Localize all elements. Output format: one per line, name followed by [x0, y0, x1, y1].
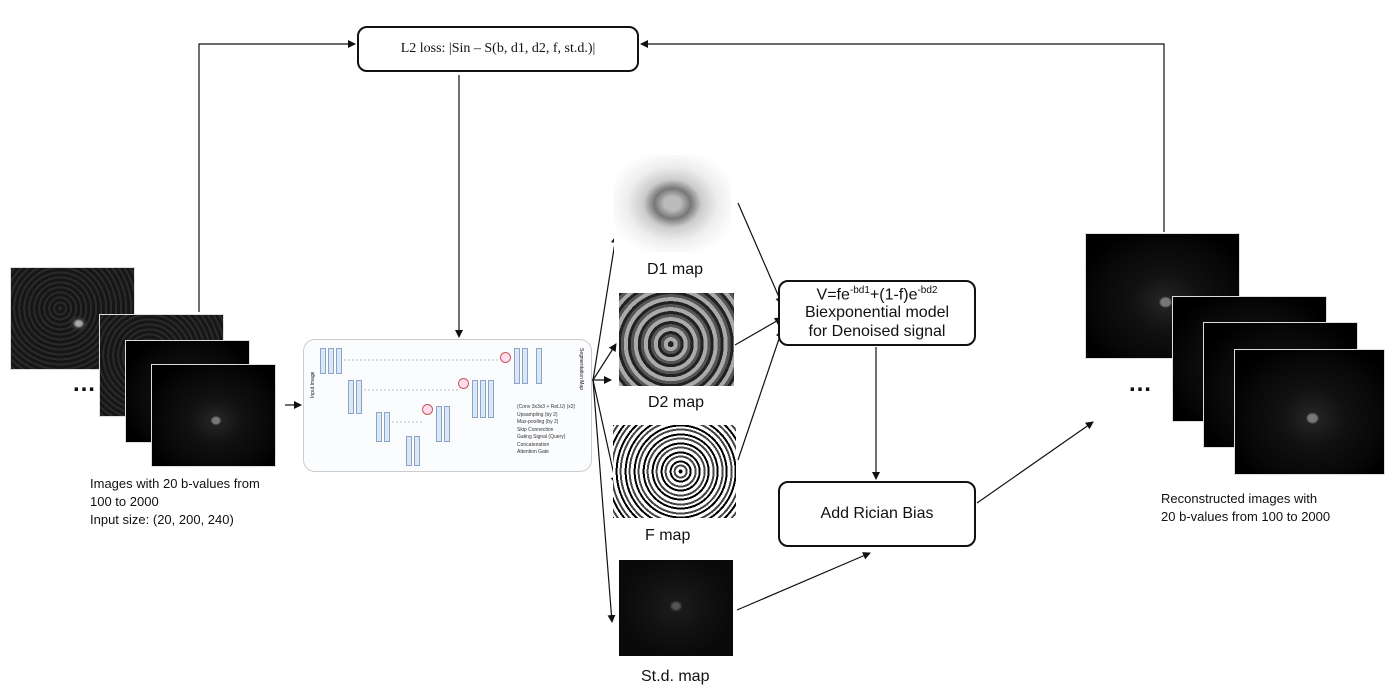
bottleneck-block: [406, 436, 412, 466]
rician-bias-box: Add Rician Bias: [778, 481, 976, 547]
encoder-block: [384, 412, 390, 442]
encoder-block: [320, 348, 326, 374]
decoder-block: [522, 348, 528, 384]
decoder-block: [480, 380, 486, 418]
output-caption-line2: 20 b-values from 100 to 2000: [1161, 509, 1331, 524]
input-caption: Images with 20 b-values from 100 to 2000…: [90, 475, 260, 529]
decoder-block: [472, 380, 478, 418]
attention-gate-icon: [500, 352, 511, 363]
d1-map-image: [614, 155, 731, 252]
biexp-line3: for Denoised signal: [808, 322, 946, 340]
encoder-block: [356, 380, 362, 414]
attention-gate-icon: [458, 378, 469, 389]
decoder-block: [488, 380, 494, 418]
input-ellipsis: …: [72, 370, 97, 397]
d1-map-label: D1 map: [647, 261, 704, 278]
output-block: [536, 348, 542, 384]
network-legend: (Conv 3x3x3 + ReLU) (x2) Upsampling (by …: [517, 404, 575, 457]
decoder-block: [444, 406, 450, 442]
legend-item: Gating Signal (Query): [517, 434, 566, 440]
rician-bias-label: Add Rician Bias: [820, 505, 934, 522]
decoder-block: [514, 348, 520, 384]
output-caption-line1: Reconstructed images with: [1161, 491, 1318, 506]
biexponential-model-box: V=fe-bd1+(1-f)e-bd2 Biexponential model …: [778, 280, 976, 346]
input-caption-line3: Input size: (20, 200, 240): [90, 512, 234, 527]
bottleneck-block: [414, 436, 420, 466]
d2-map-image: [619, 293, 734, 386]
biexp-line2: Biexponential model: [804, 304, 950, 322]
legend-item: Upsampling (by 2): [517, 411, 558, 418]
encoder-block: [336, 348, 342, 374]
output-scan-4: [1234, 349, 1385, 475]
encoder-block: [348, 380, 354, 414]
f-map-label: F map: [645, 527, 691, 544]
d2-map-label: D2 map: [648, 394, 705, 411]
legend-item: Attention Gate: [517, 449, 549, 455]
std-map-image: [619, 560, 733, 656]
attention-gate-icon: [422, 404, 433, 415]
output-ellipsis: …: [1128, 370, 1153, 397]
network-output-label: Segmentation Map: [578, 348, 584, 390]
legend-item: (Conv 3x3x3 + ReLU) (x2): [517, 404, 576, 410]
l2-loss-box: L2 loss: |Sin – S(b, d1, d2, f, st.d.)|: [357, 26, 639, 72]
legend-item: Skip Connection: [517, 426, 554, 433]
decoder-block: [436, 406, 442, 442]
skip-connections: [344, 359, 500, 423]
legend-item: Concatenation: [517, 441, 550, 448]
f-map-image: [613, 425, 736, 518]
output-caption: Reconstructed images with 20 b-values fr…: [1161, 490, 1330, 526]
input-scan-4: [151, 364, 276, 467]
std-map-label: St.d. map: [641, 668, 710, 685]
input-caption-line2: 100 to 2000: [90, 494, 159, 509]
attention-unet-diagram: Input Image Segmentation Map (Conv 3x3x3…: [303, 339, 592, 472]
legend-item: Max-pooling (by 2): [517, 419, 559, 425]
encoder-block: [376, 412, 382, 442]
biexp-formula: V=fe-bd1+(1-f)e-bd2: [816, 284, 938, 304]
input-caption-line1: Images with 20 b-values from: [90, 476, 260, 491]
l2-loss-formula: L2 loss: |Sin – S(b, d1, d2, f, st.d.)|: [400, 41, 596, 56]
encoder-block: [328, 348, 334, 374]
